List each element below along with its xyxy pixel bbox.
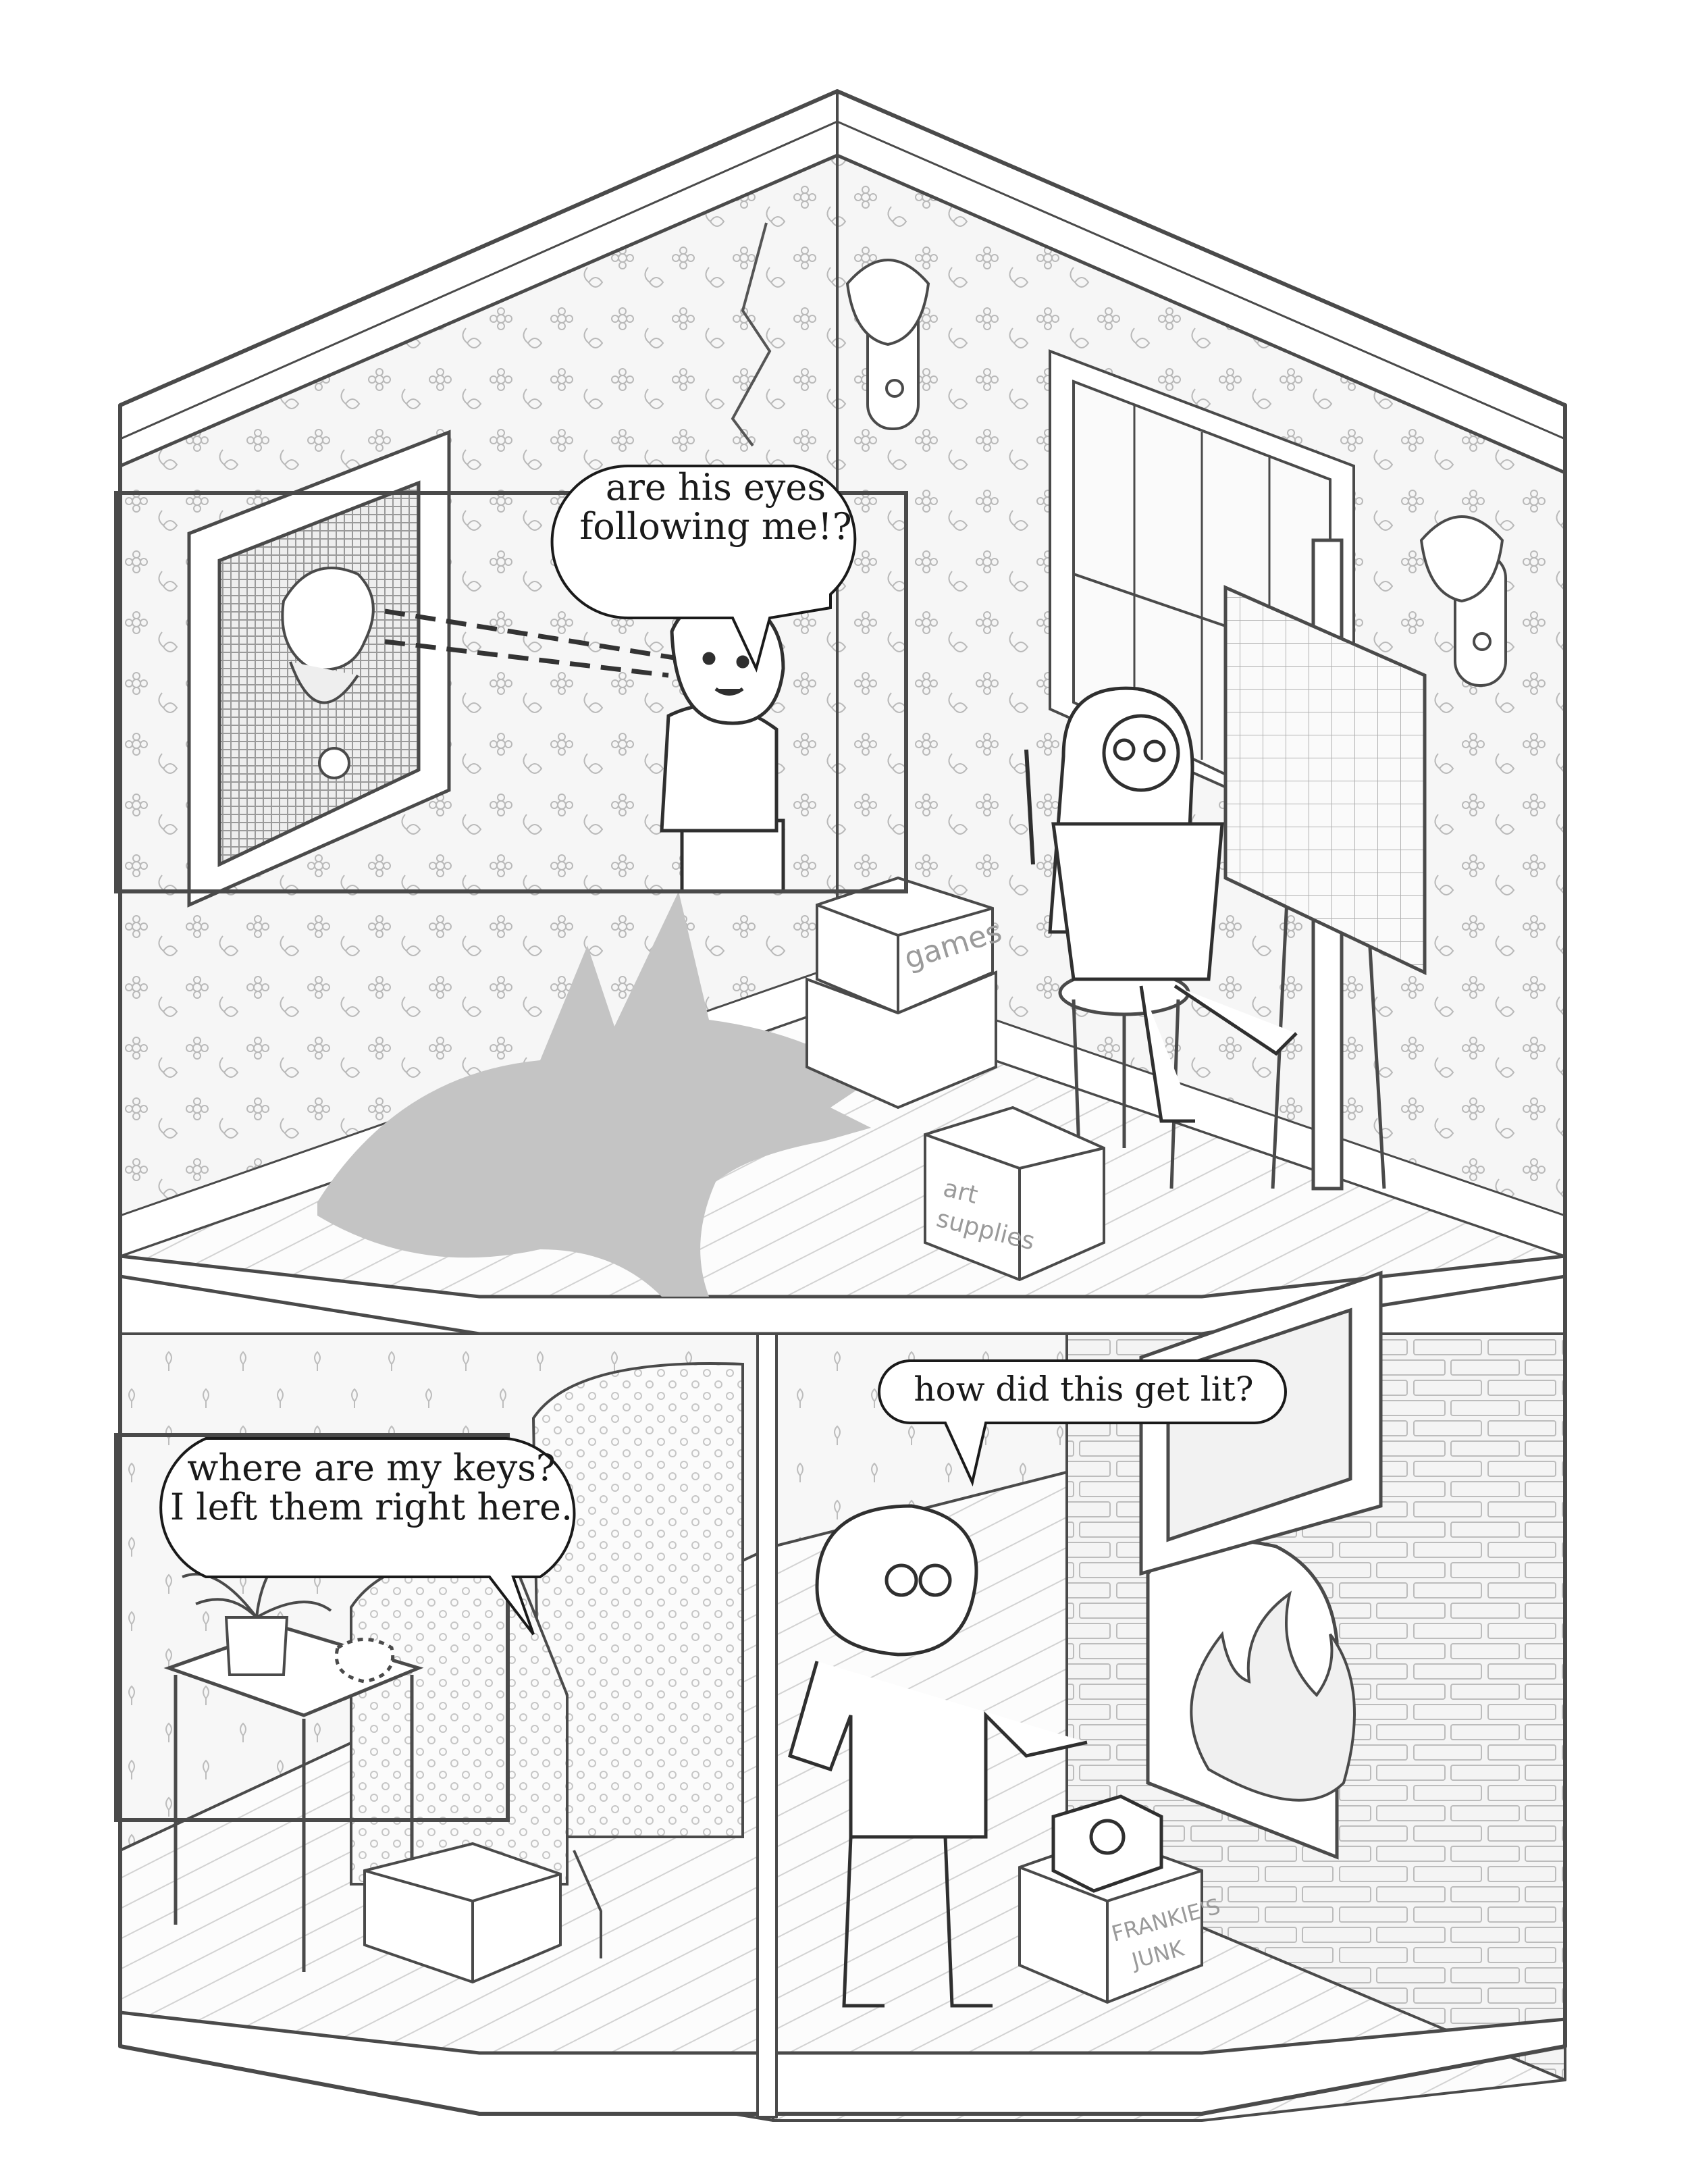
bubble-eyes-line1: are his eyes — [605, 466, 826, 509]
paintbrush — [1024, 749, 1035, 865]
armchair — [350, 1362, 744, 1958]
portrait-frame — [187, 430, 451, 908]
panel-gutter — [756, 1332, 778, 2118]
bubble-keys-line2: I left them right here. — [169, 1486, 573, 1529]
bubble-eyes — [550, 465, 857, 673]
portrait-man — [281, 567, 375, 779]
instant-camera — [1051, 1794, 1163, 1893]
wolf-shadow — [317, 891, 871, 1297]
speech-bubbles — [159, 465, 1287, 1636]
panel-frames — [114, 491, 908, 1822]
frankie-character — [787, 1504, 1088, 2008]
bubble-keys — [159, 1437, 576, 1636]
box-art-supplies — [924, 1106, 1105, 1282]
painting-canvas — [1223, 585, 1427, 975]
panel-portrait — [114, 491, 908, 893]
wall-sconce-left — [845, 259, 930, 430]
bubble-fire — [878, 1359, 1287, 1487]
fireplace — [1146, 1538, 1356, 1860]
bubble-fire-line: how did this get lit? — [914, 1370, 1254, 1409]
wall-crack — [731, 222, 772, 447]
lower-right-floor — [772, 1471, 1566, 2122]
easel — [1223, 538, 1427, 1191]
panel-keys — [114, 1433, 510, 1822]
potted-plant — [182, 1542, 332, 1676]
bubble-keys-line1: where are my keys? — [187, 1447, 556, 1489]
fire-flames — [1190, 1590, 1356, 1802]
eye-line-top — [384, 608, 679, 661]
bubble-eyes-text: are his eyes following me!? — [560, 466, 871, 548]
bubble-eyes-line2: following me!? — [579, 505, 852, 548]
eye-line-bottom — [384, 639, 669, 678]
painter-girl — [1024, 686, 1298, 1123]
storage-box-lower — [363, 1842, 562, 1984]
wall-sconce-right — [1419, 515, 1507, 687]
bubble-fire-text: how did this get lit? — [878, 1371, 1290, 1407]
box-games — [806, 876, 997, 1110]
house-structure — [118, 89, 1567, 2122]
house-outline — [118, 89, 1567, 2116]
bubble-keys-text: where are my keys? I left them right her… — [138, 1447, 604, 1529]
keys-outline — [334, 1638, 395, 1684]
